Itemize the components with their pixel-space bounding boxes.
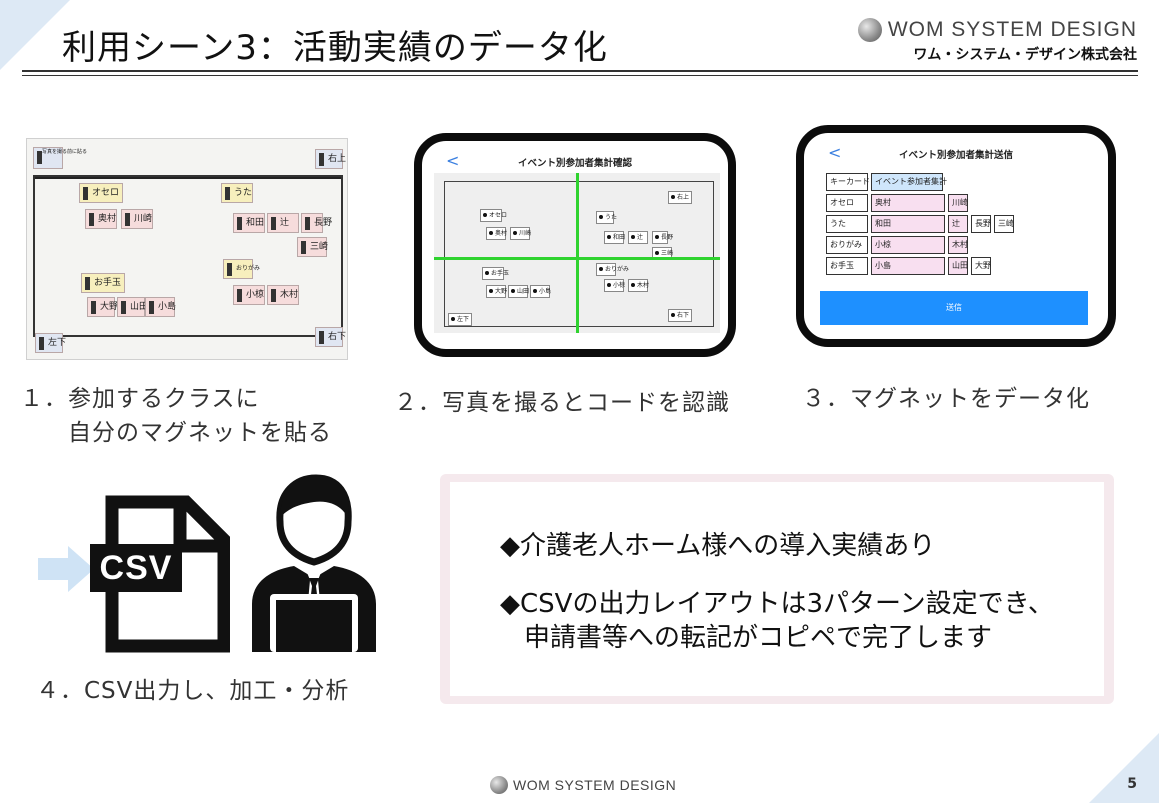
table-header-cell: イベント参加者集計 xyxy=(871,173,947,191)
photo-magnet: 大野 xyxy=(486,285,507,298)
page-number: 5 xyxy=(1127,776,1137,792)
whiteboard-corner-label: 右下 xyxy=(315,327,346,347)
member-magnet: 三崎 xyxy=(297,237,328,257)
table-cell: 小島 xyxy=(871,257,945,275)
info-bullet-2-line2: 申請書等への転記がコピペで完了します xyxy=(524,623,993,653)
table-header-row: キーカード イベント参加者集計 xyxy=(826,173,1014,191)
footer-logo: WOM SYSTEM DESIGN xyxy=(490,776,676,794)
member-magnet: 奥村 xyxy=(85,209,117,229)
info-panel-inner: ◆介護老人ホーム様への導入実績あり ◆CSVの出力レイアウトは3パターン設定でき… xyxy=(450,482,1104,696)
table-cell: 大野 xyxy=(971,257,991,275)
photo-magnet: お手玉 xyxy=(482,267,509,280)
logo-japanese: ワム・システム・デザイン株式会社 xyxy=(913,47,1137,63)
recognition-line-vertical xyxy=(576,173,579,333)
slide-title: 利用シーン3：活動実績のデータ化 xyxy=(62,28,608,68)
photo-magnet: うた xyxy=(596,211,617,224)
photo-magnet: 奥村 xyxy=(486,227,507,240)
member-magnet: 長野 xyxy=(301,213,332,233)
whiteboard-topleft-card: 写真を撮る前に貼る xyxy=(33,147,87,169)
step4-caption: ４．CSV出力し、加工・分析 xyxy=(36,678,350,704)
group-card: オセロ xyxy=(79,183,123,203)
photo-magnet: 長野 xyxy=(652,231,673,244)
title-rule xyxy=(22,70,1138,72)
photo-magnet: 川崎 xyxy=(510,227,531,240)
info-bullet-1: ◆介護老人ホーム様への導入実績あり xyxy=(500,531,936,561)
captured-photo: 右上 オセロ 奥村 川崎 うた 和田 辻 長野 三崎 お手玉 大野 山田 小島 … xyxy=(434,173,720,333)
step1-caption-line1: １．参加するクラスに xyxy=(20,386,260,412)
table-row: うた 和田 辻 長野 三崎 xyxy=(826,215,1014,233)
table-row: オセロ 奥村 川崎 xyxy=(826,194,1014,212)
table-header-cell: キーカード xyxy=(826,173,870,191)
logo-sphere-icon xyxy=(490,776,508,794)
table-cell: 奥村 xyxy=(871,194,945,212)
photo-magnet: 小島 xyxy=(530,285,551,298)
photo-board-frame xyxy=(444,181,714,327)
whiteboard-frame xyxy=(33,175,343,337)
corner-decoration-top-left xyxy=(0,0,70,70)
tablet-title: イベント別参加者集計確認 xyxy=(517,158,632,169)
arrow-right-icon xyxy=(38,546,94,592)
table-cell: 小椋 xyxy=(871,236,945,254)
photo-corner-label: 右下 xyxy=(668,309,692,322)
table-cell: 和田 xyxy=(871,215,945,233)
back-arrow-icon[interactable]: < xyxy=(828,143,842,162)
photo-corner-label: 右上 xyxy=(668,191,692,204)
send-button[interactable]: 送信 xyxy=(820,291,1088,325)
table-row: お手玉 小島 山田 大野 xyxy=(826,257,1014,275)
step2-caption: ２．写真を撮るとコードを認識 xyxy=(394,390,730,416)
table-cell: 山田 xyxy=(948,257,968,275)
logo-english: WOM SYSTEM DESIGN xyxy=(887,18,1137,41)
table-cell: 川崎 xyxy=(948,194,968,212)
photo-magnet: おりがみ xyxy=(596,263,629,276)
member-magnet: 木村 xyxy=(267,285,299,305)
member-magnet: 大野 xyxy=(87,297,118,317)
table-cell: 三崎 xyxy=(994,215,1014,233)
footer-logo-text: WOM SYSTEM DESIGN xyxy=(513,777,677,793)
table-cell: 木村 xyxy=(948,236,968,254)
csv-badge: CSV xyxy=(90,544,182,592)
table-cell: うた xyxy=(826,215,868,233)
member-magnet: 山田 xyxy=(117,297,148,317)
photo-corner-label: 左下 xyxy=(448,313,472,326)
group-card: うた xyxy=(221,183,253,203)
back-arrow-icon[interactable]: < xyxy=(446,151,460,170)
tablet-recognition-screen: < イベント別参加者集計確認 右上 オセロ 奥村 川崎 うた 和田 辻 長野 三… xyxy=(414,133,736,357)
member-magnet: 小椋 xyxy=(233,285,265,305)
tablet-data-screen: < イベント別参加者集計送信 キーカード イベント参加者集計 オセロ 奥村 川崎… xyxy=(796,125,1116,347)
photo-magnet: 和田 xyxy=(604,231,625,244)
photo-magnet: 山田 xyxy=(508,285,529,298)
table-cell: お手玉 xyxy=(826,257,868,275)
info-bullet-2-line1: ◆CSVの出力レイアウトは3パターン設定でき、 xyxy=(500,589,1054,619)
step1-caption-line2: 自分のマグネットを貼る xyxy=(68,420,332,446)
participant-table: キーカード イベント参加者集計 オセロ 奥村 川崎 うた 和田 辻 長野 三崎 … xyxy=(826,173,1014,278)
table-cell: 辻 xyxy=(948,215,968,233)
table-cell: おりがみ xyxy=(826,236,868,254)
recognition-line-horizontal xyxy=(434,257,720,260)
logo-sphere-icon xyxy=(857,18,882,42)
title-rule-thin xyxy=(22,75,1138,76)
info-panel: ◆介護老人ホーム様への導入実績あり ◆CSVの出力レイアウトは3パターン設定でき… xyxy=(440,474,1114,704)
member-magnet: 辻 xyxy=(267,213,299,233)
member-magnet: 和田 xyxy=(233,213,265,233)
member-magnet: 川崎 xyxy=(121,209,153,229)
table-cell: オセロ xyxy=(826,194,868,212)
group-card: お手玉 xyxy=(81,273,125,293)
photo-magnet: 木村 xyxy=(628,279,649,292)
photo-magnet: 小椋 xyxy=(604,279,625,292)
step3-caption: ３．マグネットをデータ化 xyxy=(802,386,1090,412)
person-laptop-icon xyxy=(252,474,376,652)
member-magnet: 小島 xyxy=(145,297,176,317)
table-cell: 長野 xyxy=(971,215,991,233)
tablet-title: イベント別参加者集計送信 xyxy=(898,150,1013,161)
photo-magnet: オセロ xyxy=(480,209,507,222)
whiteboard-corner-label: 右上 xyxy=(315,149,346,169)
corner-decoration-bottom-right xyxy=(1089,733,1159,803)
whiteboard-line xyxy=(35,177,341,179)
whiteboard-corner-label: 左下 xyxy=(35,333,66,353)
company-logo: WOM SYSTEM DESIGN ワム・システム・デザイン株式会社 xyxy=(857,18,1137,64)
photo-magnet: 辻 xyxy=(628,231,648,244)
table-row: おりがみ 小椋 木村 xyxy=(826,236,1014,254)
group-card: おりがみ xyxy=(223,259,260,279)
whiteboard-photo: 写真を撮る前に貼る 右上 オセロ 奥村 川崎 うた 和田 辻 長野 三崎 おりが… xyxy=(26,138,348,360)
